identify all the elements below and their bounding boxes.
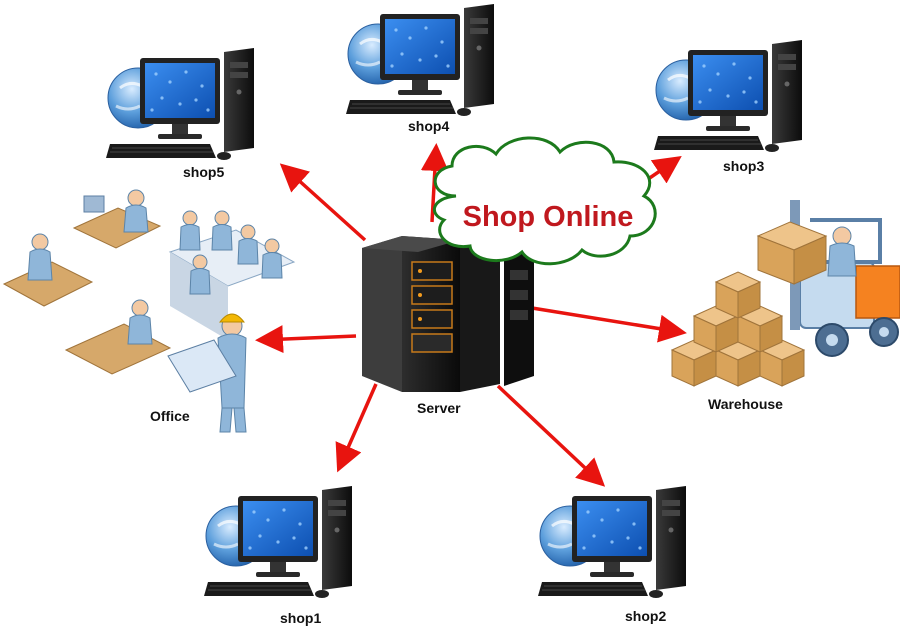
server-node bbox=[362, 236, 534, 392]
label-warehouse: Warehouse bbox=[708, 396, 783, 412]
diagram-title: Shop Online bbox=[463, 201, 634, 233]
shop2-computer bbox=[536, 484, 688, 600]
label-shop5: shop5 bbox=[183, 164, 225, 180]
label-shop3: shop3 bbox=[723, 158, 765, 174]
shop1-computer bbox=[202, 484, 354, 600]
label-shop1: shop1 bbox=[280, 610, 322, 626]
shop3-computer bbox=[652, 38, 804, 154]
label-server: Server bbox=[417, 400, 461, 416]
shop5-computer bbox=[104, 46, 256, 162]
arrow-to-shop2 bbox=[496, 384, 606, 487]
box-stack bbox=[670, 271, 806, 387]
label-shop2: shop2 bbox=[625, 608, 667, 624]
office-node bbox=[2, 189, 296, 433]
label-shop4: shop4 bbox=[408, 118, 450, 134]
drive-bays bbox=[411, 261, 453, 353]
label-office: Office bbox=[150, 408, 190, 424]
shop4-computer bbox=[344, 2, 496, 118]
shop-online-cloud: Shop Online bbox=[432, 136, 657, 266]
arrow-to-shop1 bbox=[335, 383, 378, 473]
arrow-to-office bbox=[255, 325, 357, 354]
warehouse-node bbox=[670, 200, 900, 387]
lifted-box bbox=[756, 221, 828, 285]
arrow-to-shop5 bbox=[279, 163, 367, 242]
arrow-to-shop4 bbox=[420, 143, 449, 223]
arrow-to-warehouse bbox=[531, 306, 687, 343]
